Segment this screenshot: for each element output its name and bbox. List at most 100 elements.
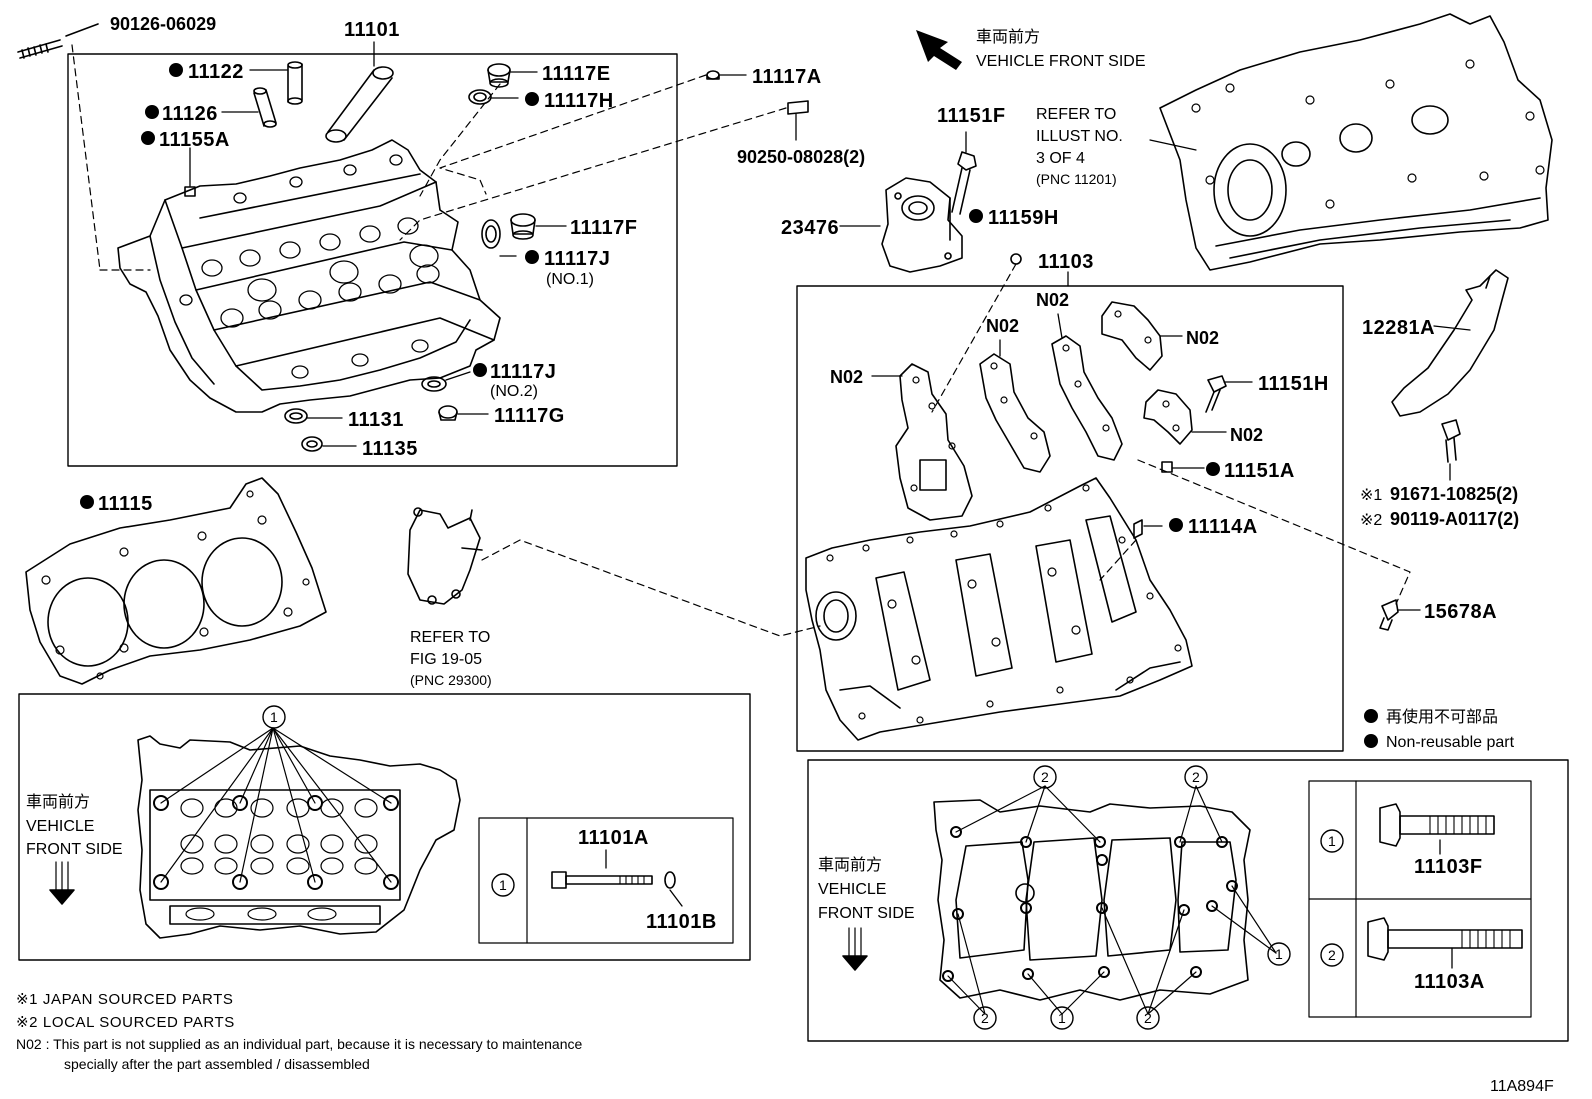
label-n02-e: N02: [1230, 425, 1263, 445]
bolt-table-left: [478, 817, 734, 944]
row-1-circle: [491, 873, 515, 897]
vehicle-front-jp-top: 車両前方: [976, 28, 1040, 46]
figure-id: 11A894F: [1490, 1078, 1554, 1095]
row-1-circle: [1320, 829, 1344, 853]
bracket-12281A-drawing: [1391, 269, 1509, 463]
cylinder-head-drawing: [117, 139, 501, 413]
front-jp-right: 車両前方: [818, 856, 882, 874]
label-11103A: 11103A: [1414, 971, 1485, 993]
label-11117G: 11117G: [494, 405, 565, 427]
plug-15678A-drawing: [1379, 599, 1399, 631]
front-arrow-right: [842, 927, 868, 971]
callout-circle-1: [1267, 942, 1291, 966]
callout-circle-1: [262, 705, 286, 729]
label-n02-a: N02: [1036, 290, 1069, 310]
label-11101: 11101: [344, 19, 400, 41]
label-11159H: 11159H: [988, 207, 1059, 229]
crankcase-bolt-box: [807, 759, 1569, 1042]
label-11117A: 11117A: [752, 66, 822, 88]
label-11101A: 11101A: [578, 827, 649, 849]
vehicle-front-en-top: VEHICLE FRONT SIDE: [976, 53, 1146, 70]
label-n02-d: N02: [830, 367, 863, 387]
label-n02-b: N02: [986, 316, 1019, 336]
crankcase-drawing: [805, 477, 1193, 741]
front-en-right-2: FRONT SIDE: [818, 905, 915, 922]
ref-illust-line2: ILLUST NO.: [1036, 128, 1123, 145]
callout-1-a: 1: [1275, 946, 1283, 962]
table-row-1-num: 1: [499, 877, 507, 893]
bolt-11101A-drawing: [551, 871, 676, 889]
label-11117F: 11117F: [570, 217, 638, 239]
front-en-right-1: VEHICLE: [818, 881, 886, 898]
front-arrow-left: [49, 861, 75, 905]
label-11151A: 11151A: [1224, 460, 1295, 482]
ref-fig-line3: (PNC 29300): [410, 672, 492, 688]
bolt-11103F-drawing: [1379, 803, 1495, 847]
label-91671-10825: 91671-10825(2): [1390, 484, 1518, 504]
head-gasket-drawing: [25, 477, 327, 685]
head-bolt-box: [18, 693, 751, 961]
label-23476: 23476: [781, 217, 839, 239]
plugs-and-seals: [284, 63, 809, 452]
timing-cover-drawing: [1159, 13, 1553, 271]
callout-circle-2: [1033, 765, 1057, 789]
label-11103F: 11103F: [1414, 856, 1483, 878]
label-11122: 11122: [188, 61, 244, 83]
label-11117H: 11117H: [544, 90, 614, 112]
ref-fig-line2: FIG 19-05: [410, 651, 482, 668]
bracket-23476-drawing: [881, 151, 977, 273]
crankcase-frame: [796, 285, 1344, 752]
label-n02-c: N02: [1186, 328, 1219, 348]
label-11131: 11131: [348, 409, 404, 431]
label-11155A: 11155A: [159, 129, 230, 151]
label-11117E: 11117E: [542, 63, 611, 85]
gasket-11159H: [1010, 253, 1022, 265]
front-jp-left: 車両前方: [26, 793, 90, 811]
label-11115: 11115: [98, 493, 153, 515]
label-11151F: 11151F: [937, 105, 1006, 127]
label-12281A: 12281A: [1362, 317, 1435, 339]
ref-illust-line1: REFER TO: [1036, 106, 1116, 123]
label-11151H: 11151H: [1258, 373, 1329, 395]
label-90126-06029: 90126-06029: [110, 14, 216, 34]
mark-1: ※1: [1360, 487, 1382, 504]
label-15678A: 15678A: [1424, 601, 1497, 623]
label-no2: (NO.2): [490, 383, 538, 400]
callout-circle-2: [1136, 1006, 1160, 1030]
label-90119-a0117: 90119-A0117(2): [1390, 509, 1519, 529]
label-90250-08028: 90250-08028(2): [737, 147, 865, 167]
legend-jp: 再使用不可部品: [1386, 708, 1498, 726]
label-11126: 11126: [162, 103, 218, 125]
callout-circle-1: [1050, 1006, 1074, 1030]
callout-1-head: 1: [270, 709, 278, 725]
front-en-left-1: VEHICLE: [26, 818, 94, 835]
callout-2-c: 2: [981, 1010, 989, 1026]
bolt-11103A-drawing: [1367, 917, 1523, 961]
stud-bolt-drawing: [17, 23, 99, 59]
head-top-view-drawing: [137, 705, 461, 939]
legend-en: Non-reusable part: [1386, 734, 1515, 751]
ref-fig-line1: REFER TO: [410, 629, 490, 646]
label-no1: (NO.1): [546, 271, 594, 288]
callout-1-b: 1: [1058, 1010, 1066, 1026]
ref-illust-line4: (PNC 11201): [1036, 171, 1117, 187]
mark-2: ※2: [1360, 512, 1382, 529]
label-11101B: 11101B: [646, 911, 717, 933]
callout-2-d: 2: [1144, 1010, 1152, 1026]
callout-2-a: 2: [1041, 769, 1049, 785]
table-row-2-num-right: 2: [1328, 947, 1336, 963]
vacuum-pump-drawing: [407, 507, 483, 605]
note-n02-line2: specially after the part assembled / dis…: [64, 1056, 370, 1072]
table-row-1-num-right: 1: [1328, 833, 1336, 849]
vehicle-front-arrow: [916, 30, 962, 70]
callout-2-b: 2: [1192, 769, 1200, 785]
cylinder-head-frame: [67, 53, 678, 467]
label-11135: 11135: [362, 438, 418, 460]
front-en-left-2: FRONT SIDE: [26, 841, 123, 858]
note-japan-sourced: ※1 JAPAN SOURCED PARTS: [16, 991, 233, 1008]
label-11117J-no1: 11117J: [544, 248, 610, 270]
label-11114A: 11114A: [1188, 516, 1258, 538]
row-2-circle: [1320, 943, 1344, 967]
crankcase-top-view-drawing: [933, 765, 1291, 1030]
